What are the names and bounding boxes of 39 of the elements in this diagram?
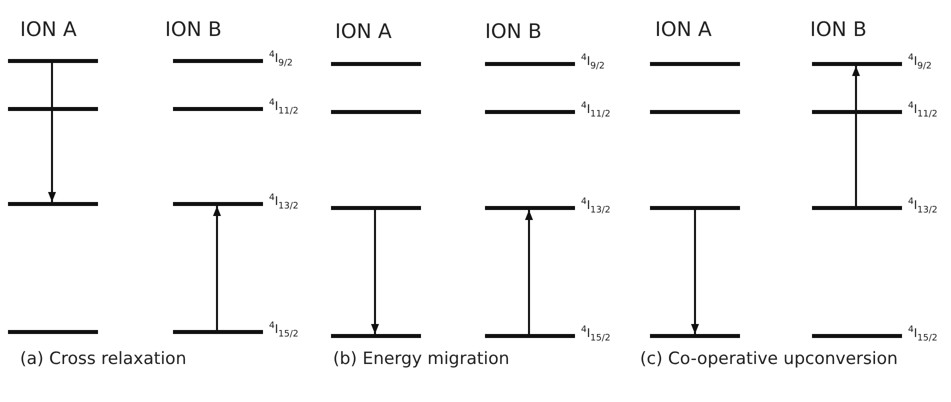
arrow <box>525 210 533 334</box>
energy-level <box>8 202 98 206</box>
arrow <box>371 210 379 334</box>
level-label: $^{4}$I$_{9/2}$ <box>269 50 293 68</box>
energy-level <box>331 334 421 338</box>
arrow <box>852 66 860 206</box>
energy-level <box>650 206 740 210</box>
ion-heading: ION A <box>335 19 392 43</box>
panel-caption: (b) Energy migration <box>333 349 510 369</box>
ion-heading: ION B <box>165 17 222 41</box>
energy-level <box>8 107 98 111</box>
level-label: $^{4}$I$_{9/2}$ <box>581 53 605 72</box>
level-label: $^{4}$I$_{13/2}$ <box>581 197 610 216</box>
arrow <box>213 206 221 330</box>
level-label: $^{4}$I$_{13/2}$ <box>269 193 298 212</box>
ion-heading: ION B <box>810 17 867 41</box>
level-label: $^{4}$I$_{13/2}$ <box>908 197 938 216</box>
level-label: $^{4}$I$_{15/2}$ <box>908 325 938 344</box>
energy-level <box>650 110 740 114</box>
ion-heading: ION A <box>655 17 712 41</box>
energy-level <box>331 62 421 66</box>
panel-caption: (a) Cross relaxation <box>20 349 186 369</box>
energy-level <box>8 59 98 63</box>
level-label: $^{4}$I$_{11/2}$ <box>581 101 610 120</box>
energy-level <box>331 110 421 114</box>
level-label: $^{4}$I$_{15/2}$ <box>581 325 610 344</box>
level-label: $^{4}$I$_{9/2}$ <box>908 53 932 72</box>
level-label: $^{4}$I$_{11/2}$ <box>908 101 938 120</box>
arrow <box>48 63 56 202</box>
level-label: $^{4}$I$_{11/2}$ <box>269 98 298 116</box>
level-label: $^{4}$I$_{15/2}$ <box>269 321 298 340</box>
energy-level <box>8 330 98 334</box>
ion-heading: ION A <box>20 17 77 41</box>
panel-caption: (c) Co-operative upconversion <box>640 349 898 369</box>
energy-level <box>650 62 740 66</box>
energy-level <box>331 206 421 210</box>
ion-heading: ION B <box>485 19 542 43</box>
arrow <box>691 210 699 334</box>
energy-level <box>650 334 740 338</box>
